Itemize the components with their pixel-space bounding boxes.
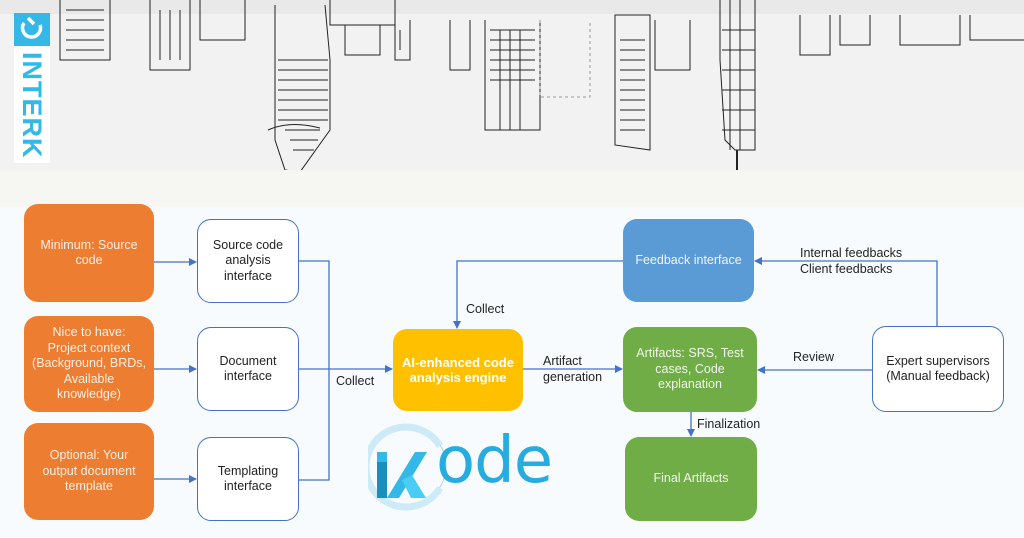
interk-logo: INTERK xyxy=(14,13,50,163)
divider-band xyxy=(0,170,1024,207)
input-source-code: Minimum: Source code xyxy=(24,204,154,302)
edge-label-internal-feedbacks: Internal feedbacks xyxy=(800,246,903,260)
edge-label-collect-top: Collect xyxy=(466,302,505,316)
input-source-code-label: Minimum: Source code xyxy=(40,237,138,268)
artifacts-box-label: Artifacts: SRS, Test cases, Code explana… xyxy=(636,346,744,392)
document-interface-label: Document interface xyxy=(219,353,277,384)
feedback-interface-label: Feedback interface xyxy=(635,252,742,267)
final-artifacts: Final Artifacts xyxy=(625,437,757,521)
kode-logo: ode xyxy=(362,418,588,514)
interk-logo-text: INTERK xyxy=(17,51,47,159)
input-project-context-label: Nice to have: Project context (Backgroun… xyxy=(32,325,146,402)
source-code-analysis-interface: Source code analysis interface xyxy=(197,219,299,303)
interk-logo-mark-icon xyxy=(14,13,50,46)
skyline-banner xyxy=(0,0,1024,170)
edge-label-finalization: Finalization xyxy=(697,417,761,431)
expert-supervisors: Expert supervisors (Manual feedback) xyxy=(872,326,1004,412)
input-output-template: Optional: Your output document template xyxy=(24,423,154,520)
input-output-template-label: Optional: Your output document template xyxy=(42,448,136,494)
final-artifacts-label: Final Artifacts xyxy=(653,471,729,486)
edge-label-collect-left: Collect xyxy=(336,374,375,388)
document-interface: Document interface xyxy=(197,327,299,411)
input-project-context: Nice to have: Project context (Backgroun… xyxy=(24,316,154,412)
edge-label-generation: generation xyxy=(543,370,603,384)
expert-supervisors-label: Expert supervisors (Manual feedback) xyxy=(886,353,990,384)
edge-label-review: Review xyxy=(793,350,834,364)
ai-code-analysis-engine: AI-enhanced code analysis engine xyxy=(393,329,523,411)
artifacts-box: Artifacts: SRS, Test cases, Code explana… xyxy=(623,327,757,412)
edge-label-artifact: Artifact xyxy=(543,354,582,368)
edge-label-client-feedbacks: Client feedbacks xyxy=(800,262,893,276)
feedback-interface: Feedback interface xyxy=(623,219,754,302)
templating-interface-label: Templating interface xyxy=(217,463,279,494)
ai-code-analysis-engine-label: AI-enhanced code analysis engine xyxy=(402,354,514,386)
kode-logo-text: ode xyxy=(436,424,553,498)
source-code-analysis-interface-label: Source code analysis interface xyxy=(212,237,284,283)
skyline-illustration xyxy=(0,0,1024,170)
templating-interface: Templating interface xyxy=(197,437,299,521)
